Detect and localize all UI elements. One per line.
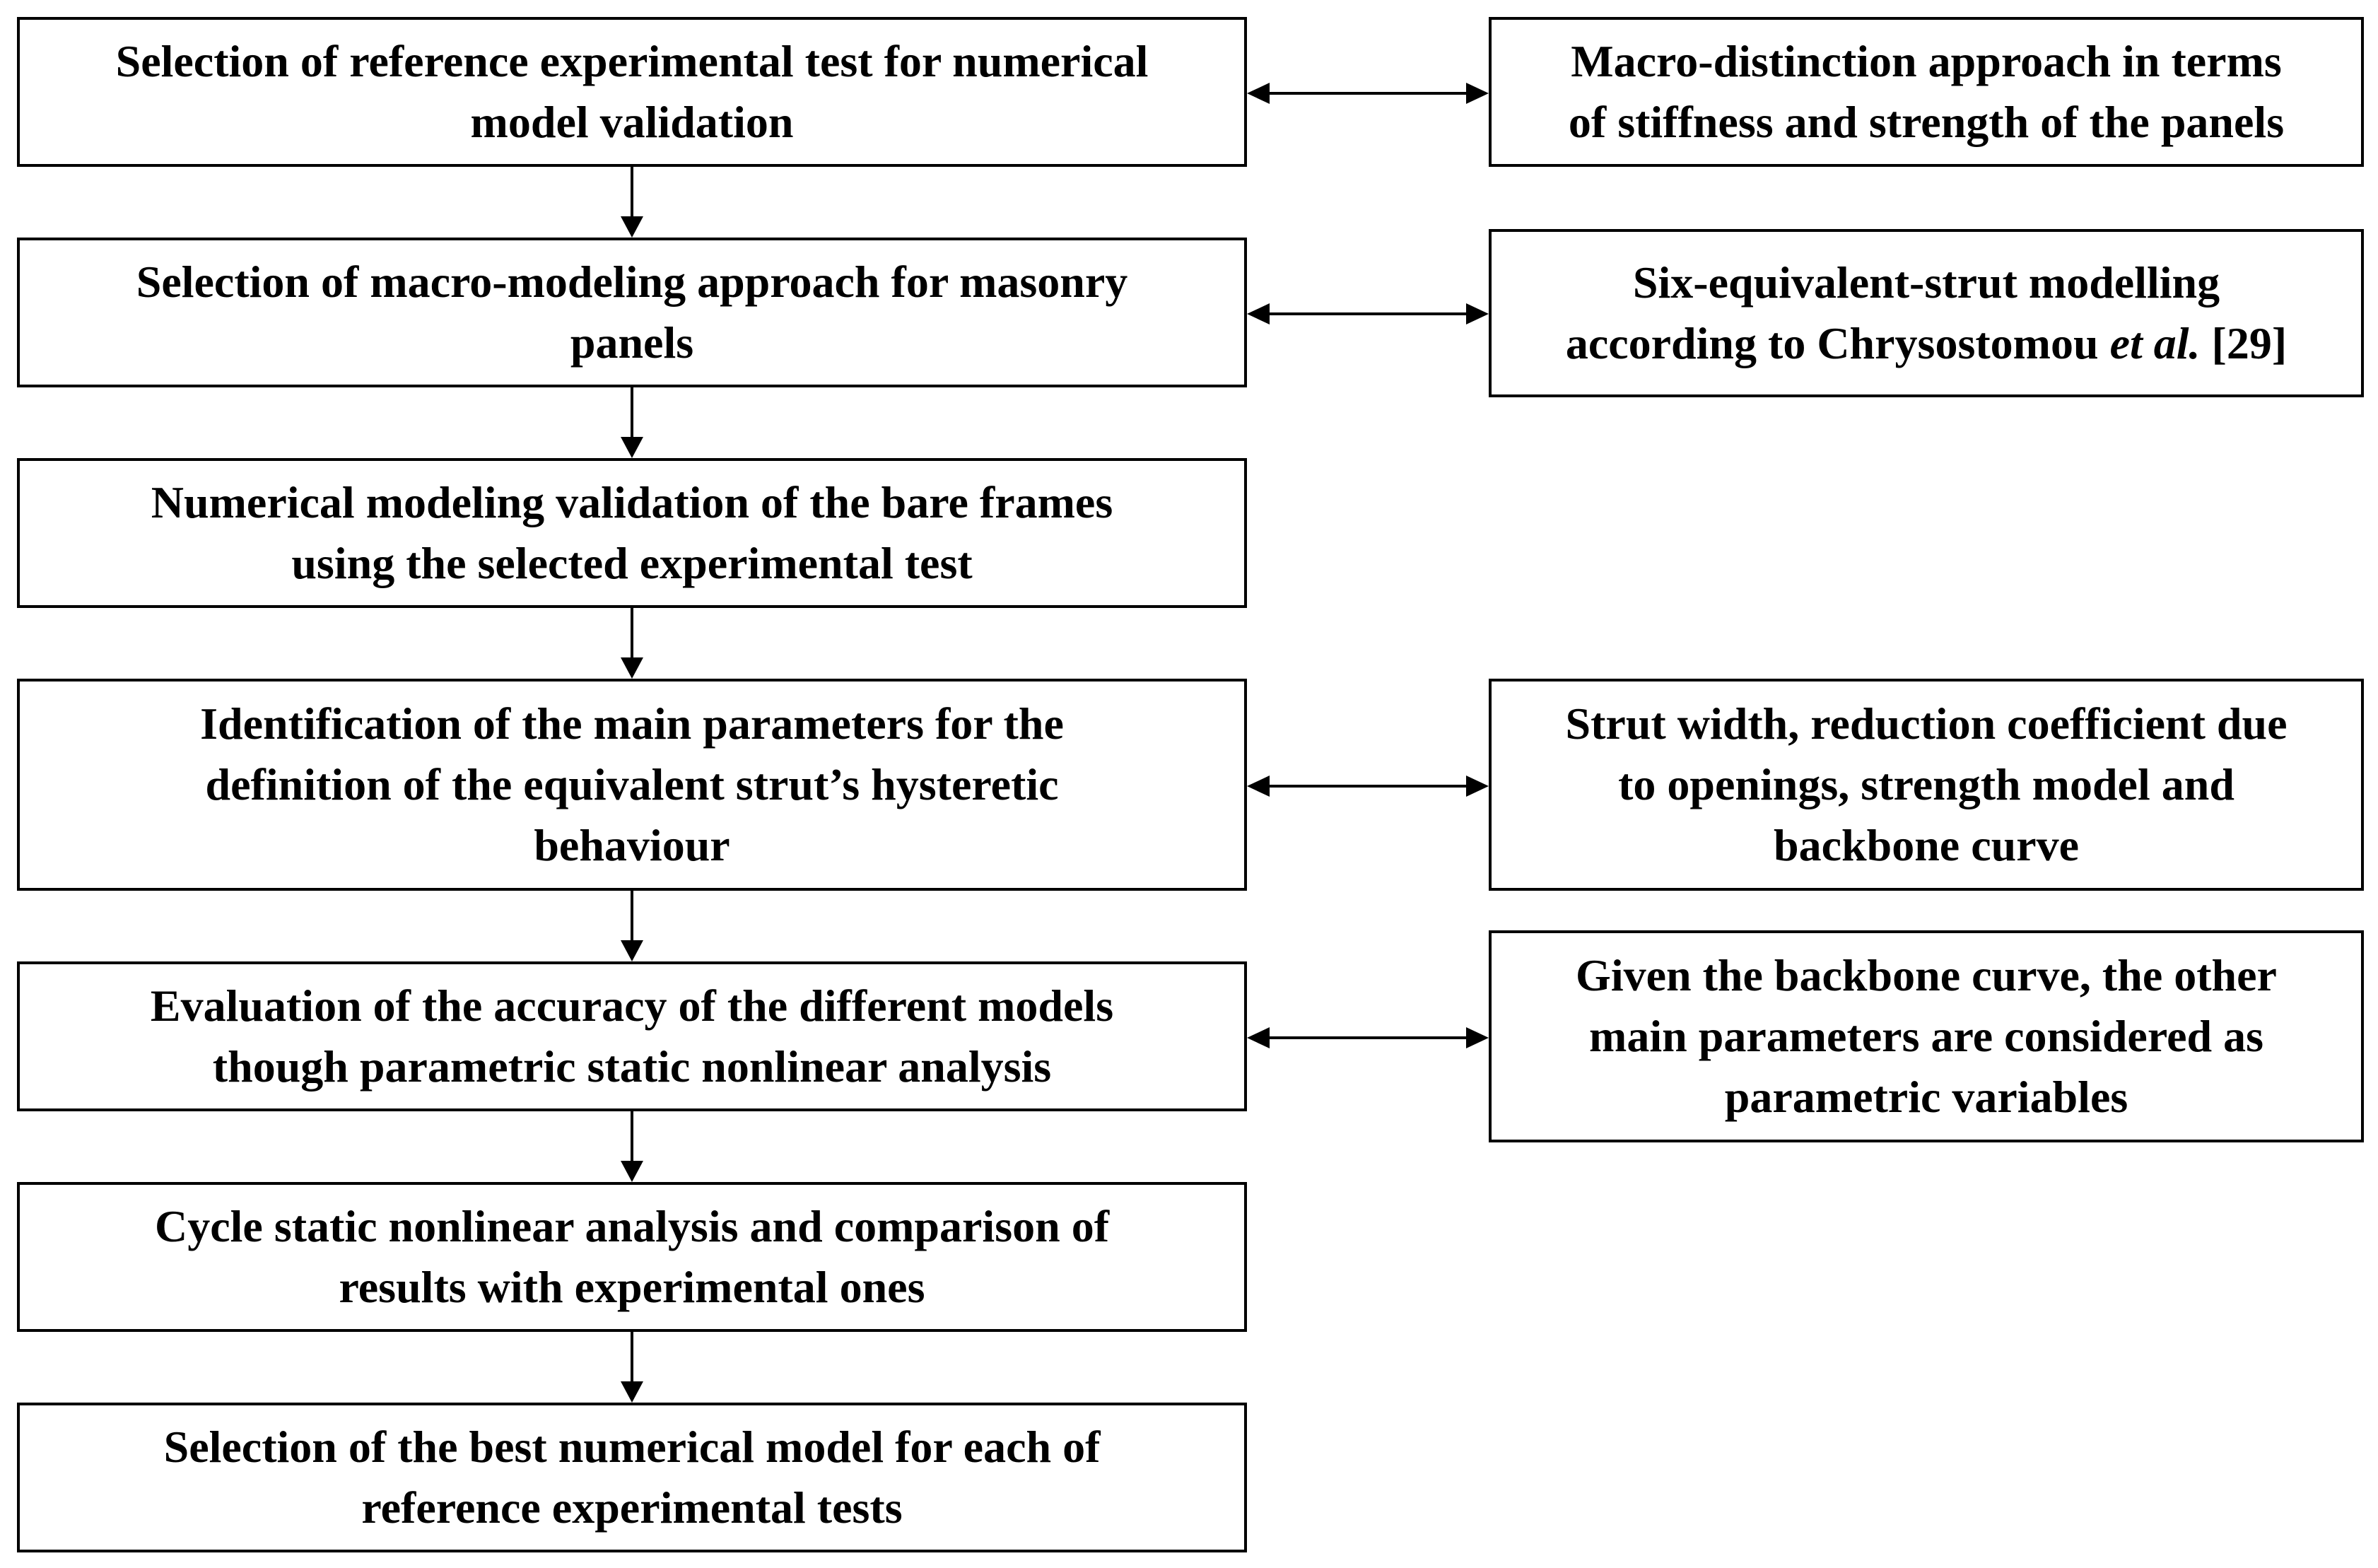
side-note-line-2-suffix: [29] [2200, 318, 2288, 368]
double-arrow-left-head-4 [1247, 1027, 1270, 1048]
double-arrow-left-head-3 [1247, 776, 1270, 797]
double-arrow-right-head-3 [1466, 776, 1489, 797]
side-note-parametric-variables: Given the backbone curve, the other main… [1489, 930, 2364, 1142]
flow-step-bare-frame-validation: Numerical modeling validation of the bar… [17, 458, 1247, 608]
side-note-text: Strut width, reduction coefficient due t… [1565, 698, 2288, 870]
flow-step-cyclic-analysis-comparison: Cycle static nonlinear analysis and comp… [17, 1182, 1247, 1332]
flow-step-text: Selection of macro-modeling approach for… [136, 257, 1128, 368]
down-arrow-head-3 [621, 657, 643, 679]
side-note-six-strut-modelling: Six-equivalent-strut modelling according … [1489, 229, 2364, 397]
flow-step-text: Identification of the main parameters fo… [200, 698, 1064, 870]
flow-step-text: Evaluation of the accuracy of the differ… [150, 981, 1114, 1092]
double-arrow-left-head-1 [1247, 83, 1270, 104]
double-arrow-right-head-1 [1466, 83, 1489, 104]
flow-step-parameter-identification: Identification of the main parameters fo… [17, 679, 1247, 891]
side-note-line-2-prefix: according to Chrysostomou [1565, 318, 2110, 368]
down-arrow-head-1 [621, 216, 643, 238]
side-note-text: Macro-distinction approach in terms of s… [1568, 36, 2285, 147]
double-arrow-group [1247, 83, 1489, 1048]
side-note-strut-parameters: Strut width, reduction coefficient due t… [1489, 679, 2364, 891]
side-note-text: Given the backbone curve, the other main… [1576, 950, 2277, 1122]
side-note-line-1: Six-equivalent-strut modelling [1632, 257, 2220, 308]
side-note-macro-distinction: Macro-distinction approach in terms of s… [1489, 17, 2364, 167]
flow-step-best-model-selection: Selection of the best numerical model fo… [17, 1403, 1247, 1552]
double-arrow-left-head-2 [1247, 303, 1270, 324]
side-note-text: Six-equivalent-strut modelling according … [1566, 252, 2287, 374]
flow-step-text: Numerical modeling validation of the bar… [151, 477, 1113, 588]
side-note-line-2-italic: et al. [2109, 318, 2201, 368]
flow-step-accuracy-evaluation: Evaluation of the accuracy of the differ… [17, 961, 1247, 1111]
down-arrow-head-5 [621, 1161, 643, 1182]
down-arrow-head-6 [621, 1381, 643, 1403]
double-arrow-right-head-4 [1466, 1027, 1489, 1048]
flow-step-text: Selection of the best numerical model fo… [163, 1422, 1101, 1533]
down-arrow-head-4 [621, 940, 643, 961]
flow-step-reference-test-selection: Selection of reference experimental test… [17, 17, 1247, 167]
down-arrow-head-2 [621, 437, 643, 458]
flow-step-macro-modeling-selection: Selection of macro-modeling approach for… [17, 238, 1247, 387]
flow-step-text: Selection of reference experimental test… [115, 36, 1149, 147]
flow-step-text: Cycle static nonlinear analysis and comp… [155, 1201, 1109, 1312]
double-arrow-right-head-2 [1466, 303, 1489, 324]
